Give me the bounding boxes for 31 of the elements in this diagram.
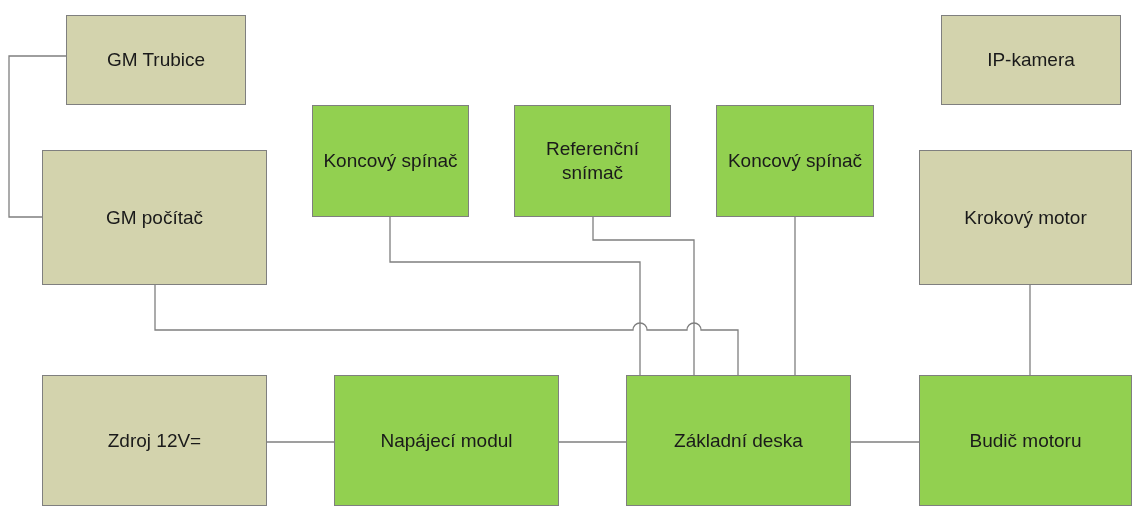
component-label: IP-kamera [986,48,1076,72]
connector-line [8,55,67,218]
connector-line [266,441,335,443]
component-label: Budič motoru [968,428,1083,453]
component-box [66,15,246,105]
component-label: Napájecí modul [379,428,514,453]
component-box [626,375,851,506]
component-label: Koncový spínač [726,149,864,173]
component-box [716,105,874,217]
component-label: GM Trubice [105,48,207,72]
component-label: GM počítač [104,205,205,230]
component-box [919,375,1132,506]
component-label: Krokový motor [963,205,1088,230]
component-box [941,15,1121,105]
component-label: Referenční snímač [545,137,640,185]
connector-line [850,441,920,443]
component-box [42,375,267,506]
component-box [42,150,267,285]
connector-line [592,216,695,376]
connector-line [794,216,796,376]
component-label: Koncový spínač [322,149,459,173]
component-box [919,150,1132,285]
connector-line [389,216,641,376]
component-box [514,105,671,217]
connector-line [1029,284,1031,376]
component-label: Základní deska [673,428,804,453]
connector-line [558,441,627,443]
component-box [334,375,559,506]
component-box [312,105,469,217]
connector-line [154,284,739,376]
component-label: Zdroj 12V= [106,428,203,453]
